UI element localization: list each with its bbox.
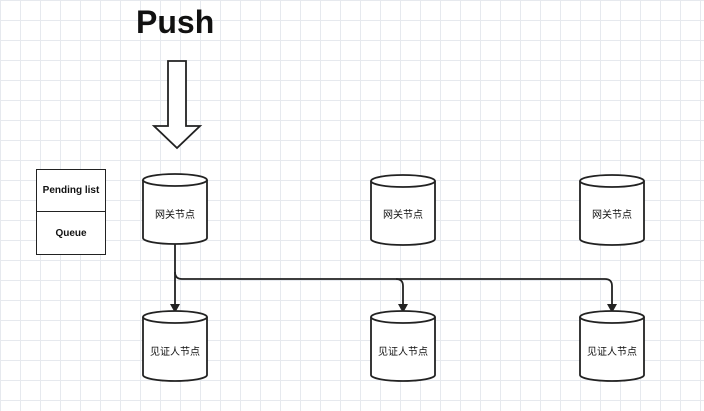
- queue-label: Queue: [55, 227, 87, 239]
- gateway-node-3: [579, 174, 645, 246]
- arrowhead-witness-3: [607, 304, 617, 313]
- witness-node-1-label: 见证人节点: [150, 347, 200, 358]
- witness-node-3: [579, 310, 645, 382]
- push-arrow: [151, 60, 203, 150]
- gateway-node-2: [370, 174, 436, 246]
- witness-node-2-label: 见证人节点: [378, 347, 428, 358]
- witness-node-3-label: 见证人节点: [587, 347, 637, 358]
- arrowhead-witness-2: [398, 304, 408, 313]
- pending-queue-box: Pending list Queue: [36, 169, 106, 255]
- connector-to-witness-2: [174, 271, 404, 306]
- witness-node-1: [142, 310, 208, 382]
- push-title: Push: [136, 4, 215, 40]
- arrowhead-witness-1: [170, 304, 180, 313]
- pending-list-label: Pending list: [37, 170, 105, 212]
- connector-to-witness-3: [396, 278, 613, 306]
- witness-node-2: [370, 310, 436, 382]
- gateway-node-1: [142, 173, 208, 245]
- gateway-node-1-label: 网关节点: [155, 210, 195, 221]
- gateway-node-3-label: 网关节点: [592, 210, 632, 221]
- gateway-node-2-label: 网关节点: [383, 210, 423, 221]
